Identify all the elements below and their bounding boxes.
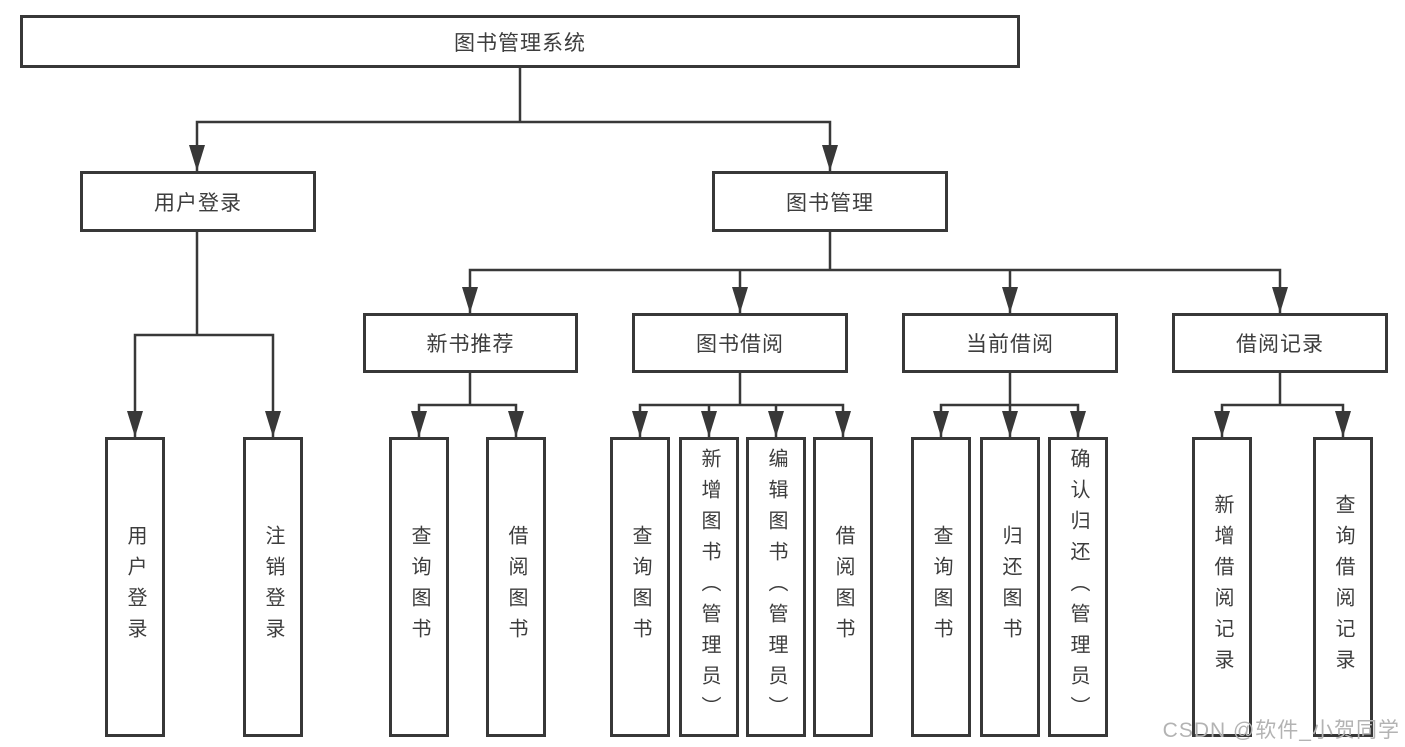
arrow-down-icon	[822, 145, 838, 171]
arrow-down-icon	[768, 411, 784, 437]
arrow-down-icon	[411, 411, 427, 437]
arrow-down-icon	[1335, 411, 1351, 437]
node-library-management-system: 图书管理系统	[20, 15, 1020, 68]
connector-book-borrow-to-leaves	[638, 373, 845, 437]
leaf-query-books-borrowing: 查询图书	[610, 437, 670, 737]
leaf-confirm-return-admin: 确认归还（管理员）	[1048, 437, 1108, 737]
arrow-down-icon	[1214, 411, 1230, 437]
arrow-down-icon	[1272, 287, 1288, 313]
node-current-borrowing: 当前借阅	[902, 313, 1118, 373]
arrow-down-icon	[462, 287, 478, 313]
csdn-watermark: CSDN @软件_小贺同学	[1162, 719, 1400, 742]
connector-root-to-level2	[195, 120, 832, 171]
node-new-book-recommendation: 新书推荐	[363, 313, 578, 373]
arrow-down-icon	[508, 411, 524, 437]
arrow-down-icon	[1002, 287, 1018, 313]
arrow-down-icon	[127, 411, 143, 437]
arrow-down-icon	[933, 411, 949, 437]
leaf-add-book-admin: 新增图书（管理员）	[679, 437, 739, 737]
leaf-query-books-current: 查询图书	[911, 437, 971, 737]
node-book-borrowing: 图书借阅	[632, 313, 848, 373]
node-book-management: 图书管理	[712, 171, 948, 232]
arrow-down-icon	[632, 411, 648, 437]
leaf-logout: 注销登录	[243, 437, 303, 737]
leaf-query-books-recommend: 查询图书	[389, 437, 449, 737]
arrow-down-icon	[732, 287, 748, 313]
connector-new-book-to-leaves	[417, 373, 518, 437]
arrow-down-icon	[265, 411, 281, 437]
arrow-down-icon	[835, 411, 851, 437]
leaf-add-borrow-record: 新增借阅记录	[1192, 437, 1252, 737]
leaf-user-login: 用户登录	[105, 437, 165, 737]
arrow-down-icon	[1002, 411, 1018, 437]
node-borrowing-records: 借阅记录	[1172, 313, 1388, 373]
arrow-down-icon	[189, 145, 205, 171]
leaf-return-book: 归还图书	[980, 437, 1040, 737]
node-user-login: 用户登录	[80, 171, 316, 232]
arrow-down-icon	[1070, 411, 1086, 437]
connector-user-login-to-leaves	[133, 232, 275, 437]
leaf-edit-book-admin: 编辑图书（管理员）	[746, 437, 806, 737]
arrow-down-icon	[701, 411, 717, 437]
connector-current-borrow-to-leaves	[939, 373, 1080, 437]
connector-book-management-to-level3	[468, 232, 1282, 313]
leaf-borrow-books-borrowing: 借阅图书	[813, 437, 873, 737]
leaf-query-borrow-record: 查询借阅记录	[1313, 437, 1373, 737]
leaf-borrow-books-recommend: 借阅图书	[486, 437, 546, 737]
connector-borrow-records-to-leaves	[1220, 373, 1345, 437]
